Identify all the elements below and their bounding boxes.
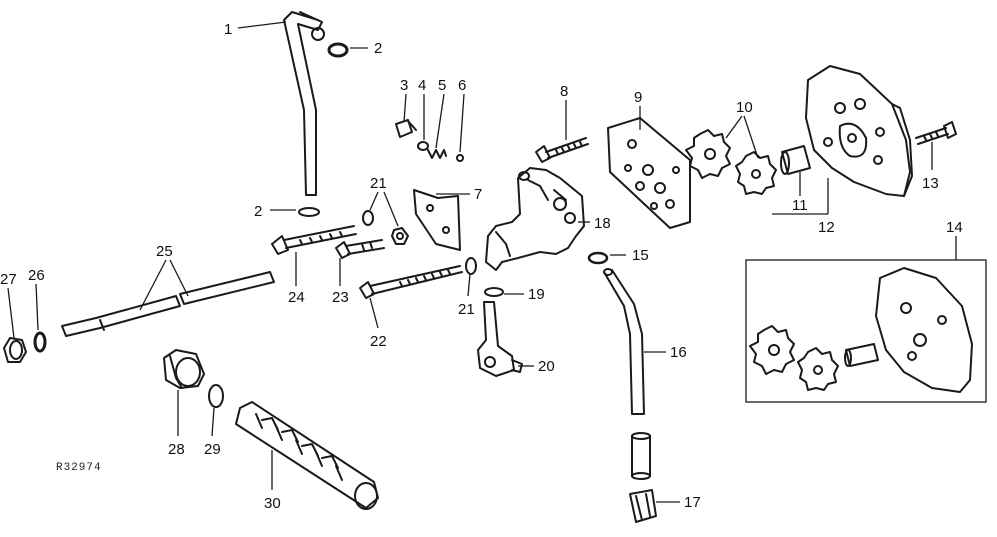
callout-29: 29	[204, 441, 221, 458]
callout-7: 7	[474, 186, 482, 203]
part-2-o-ring-upper	[327, 42, 349, 58]
part-5-spring	[427, 149, 447, 159]
part-21-washer-lower	[465, 257, 477, 275]
callout-2-lower: 2	[254, 203, 262, 220]
callout-22: 22	[370, 333, 387, 350]
part-21-lock-washer	[362, 210, 374, 226]
part-15-o-ring	[587, 251, 609, 265]
callout-21-lower: 21	[458, 301, 475, 318]
part-16-suction-tube	[603, 268, 645, 415]
part-14-inset-frame	[745, 259, 987, 403]
callout-26: 26	[28, 267, 45, 284]
part-7-bracket	[413, 189, 461, 251]
part-24-cap-screw	[271, 225, 357, 255]
part-30-strainer-screen	[235, 401, 379, 510]
callout-17: 17	[684, 494, 701, 511]
part-9-cover-plate	[607, 117, 691, 229]
callout-8: 8	[560, 83, 568, 100]
callout-23: 23	[332, 289, 349, 306]
part-12-pump-housing	[805, 65, 913, 197]
leader-lines	[7, 21, 957, 503]
part-3-plug	[395, 119, 417, 138]
part-26-o-ring	[33, 331, 47, 353]
part-18-pump-body	[485, 167, 585, 271]
callout-14: 14	[946, 219, 963, 236]
callout-28: 28	[168, 441, 185, 458]
part-6-ball	[456, 154, 464, 162]
callout-16: 16	[670, 344, 687, 361]
callout-21-upper: 21	[370, 175, 387, 192]
part-28-plug	[163, 349, 205, 389]
callout-2-upper: 2	[374, 40, 382, 57]
callout-9: 9	[634, 89, 642, 106]
callout-3: 3	[400, 77, 408, 94]
callout-6: 6	[458, 77, 466, 94]
part-14-pump-assembly	[749, 267, 973, 393]
part-23-cap-screw	[335, 239, 385, 259]
callout-5: 5	[438, 77, 446, 94]
callout-15: 15	[632, 247, 649, 264]
part-13-cap-screw	[915, 121, 957, 145]
part-25-drive-shaft	[61, 271, 275, 337]
callout-11: 11	[792, 197, 808, 214]
part-22-long-cap-screw	[359, 265, 463, 299]
part-21-nut	[391, 227, 409, 245]
part-11-idler-shaft	[780, 145, 811, 175]
part-19-o-ring	[484, 287, 504, 297]
part-17-end-cap	[629, 489, 657, 523]
part-1-oil-tube	[283, 11, 325, 196]
callout-13: 13	[922, 175, 939, 192]
part-4-washer	[417, 141, 429, 151]
callout-19: 19	[528, 286, 545, 303]
part-16-tube-segment	[631, 432, 651, 480]
callout-25: 25	[156, 243, 173, 260]
callout-27: 27	[0, 271, 17, 288]
callout-labels: 1 2 2 3 4 5 6 7 8 9 10 11 12 13 14 15 16…	[0, 21, 963, 512]
drawing-id-label: R32974	[56, 462, 102, 474]
callout-20: 20	[538, 358, 555, 375]
part-2-o-ring-lower	[298, 207, 320, 217]
part-27-plug	[3, 337, 27, 363]
part-20-elbow-fitting	[477, 301, 523, 377]
callout-10: 10	[736, 99, 753, 116]
part-10-driven-gear	[735, 151, 777, 195]
callout-12: 12	[818, 219, 835, 236]
callout-18: 18	[594, 215, 611, 232]
callout-4: 4	[418, 77, 426, 94]
callout-24: 24	[288, 289, 305, 306]
part-8-cap-screw	[535, 137, 589, 163]
part-10-drive-gear	[685, 129, 731, 179]
part-29-o-ring	[208, 384, 224, 408]
callout-1: 1	[224, 21, 232, 38]
callout-30: 30	[264, 495, 281, 512]
